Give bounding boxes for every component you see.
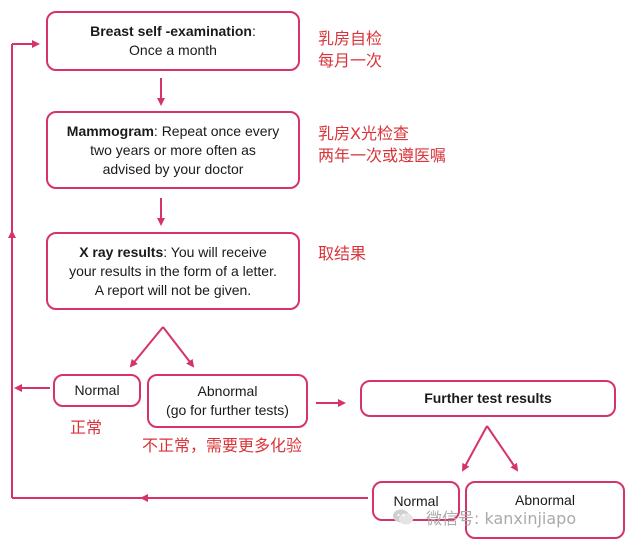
cn-mammogram-1: 乳房X光检查 — [318, 124, 409, 143]
arrow-xray-to-abnormal — [162, 326, 195, 368]
wechat-icon — [393, 509, 413, 525]
normal-1-label: Normal — [74, 382, 120, 398]
abnormal-box-1: Abnormal (go for further tests) — [147, 374, 308, 428]
mammogram-line1: : Repeat once every — [153, 122, 280, 139]
xray-results-line3: A report will not be given. — [94, 281, 252, 298]
mammogram-box: Mammogram: Repeat once every two years o… — [46, 111, 300, 189]
further-test-box: Further test results — [360, 380, 616, 417]
breast-self-exam-title: Breast self -examination — [90, 23, 252, 39]
breast-self-exam-colon: : — [251, 23, 256, 39]
normal-2-label: Normal — [393, 492, 439, 509]
xray-results-line2: your results in the form of a letter. — [69, 262, 277, 279]
cn-self-exam-1: 乳房自检 — [318, 29, 383, 48]
cn-mammogram-2: 两年一次或遵医嘱 — [318, 146, 447, 165]
abnormal-box-2: Abnormal — [465, 481, 625, 539]
mammogram-line3: advised by your doctor — [102, 160, 244, 177]
arrow-further-to-normal — [462, 425, 488, 472]
abnormal-1-line1: Abnormal — [197, 383, 258, 399]
further-test-label: Further test results — [424, 390, 552, 406]
breast-self-exam-box: Breast self -examination: Once a month — [46, 11, 300, 71]
xray-results-title: X ray results — [79, 243, 164, 260]
normal-box-2: Normal — [372, 481, 460, 521]
normal-box-1: Normal — [53, 374, 141, 407]
xray-results-box: X ray results: You will receive your res… — [46, 232, 300, 310]
cn-normal: 正常 — [70, 418, 103, 437]
arrow-xray-to-normal — [129, 326, 164, 368]
breast-self-exam-frequency: Once a month — [129, 42, 217, 58]
xray-results-line1: : You will receive — [163, 243, 267, 260]
abnormal-1-line2: (go for further tests) — [166, 402, 289, 418]
mammogram-line2: two years or more often as — [90, 141, 256, 158]
abnormal-2-label: Abnormal — [515, 492, 575, 508]
cn-abnormal: 不正常，需要更多化验 — [142, 436, 303, 455]
cn-self-exam-2: 每月一次 — [318, 51, 383, 70]
watermark-text: 微信号: kanxinjiapo — [426, 509, 577, 528]
arrow-further-to-abnormal — [486, 425, 519, 472]
mammogram-title: Mammogram — [66, 122, 154, 139]
cn-xray: 取结果 — [318, 244, 367, 263]
